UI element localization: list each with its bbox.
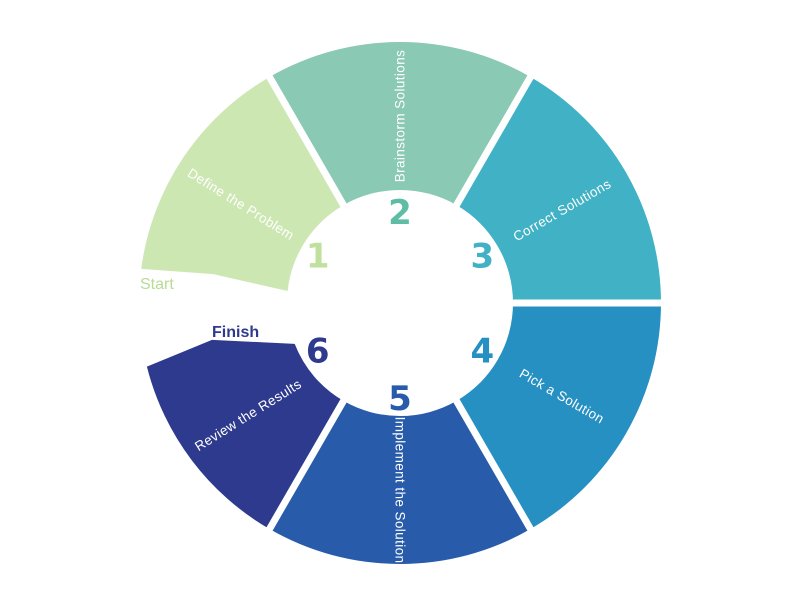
separator-4-5 xyxy=(446,387,538,537)
segment-correct-solutions xyxy=(456,77,661,303)
segment-separators xyxy=(262,69,668,537)
segment-define-the-problem xyxy=(141,77,344,291)
segment-label-brainstorm-solutions: Brainstorm Solutions xyxy=(393,50,408,183)
segment-pick-a-solution xyxy=(456,303,661,529)
segment-number-5: 5 xyxy=(388,379,412,419)
segment-number-2: 2 xyxy=(388,193,412,233)
finish-label: Finish xyxy=(212,324,259,341)
separator-1-2 xyxy=(262,69,354,219)
segment-number-4: 4 xyxy=(470,331,494,371)
segment-numbers: 1 2 3 4 5 6 xyxy=(306,193,494,419)
segment-brainstorm-solutions xyxy=(269,42,531,206)
separator-2-3 xyxy=(446,69,538,219)
segment-number-3: 3 xyxy=(470,236,494,276)
start-label: Start xyxy=(140,276,174,293)
segment-number-6: 6 xyxy=(306,331,330,371)
separator-5-6 xyxy=(262,387,354,537)
segment-label-implement-the-solution: Implement the Solution xyxy=(392,417,407,564)
segment-number-1: 1 xyxy=(306,236,330,276)
segment-implement-the-solution xyxy=(269,400,531,564)
